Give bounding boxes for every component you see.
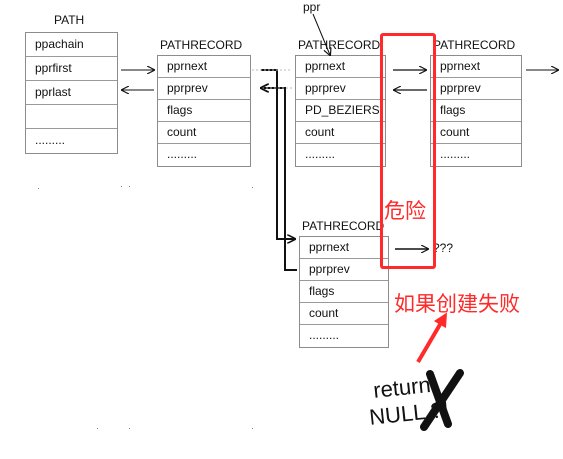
- arrow-record1-to-record4: [261, 69, 295, 239]
- danger-label: 危险: [384, 200, 426, 223]
- pathrecord-3-pprnext: pprnext: [431, 56, 521, 78]
- pathrecord-1-title: PATHRECORD: [160, 38, 243, 52]
- pathrecord-2-pprnext: pprnext: [296, 56, 385, 78]
- path-field-pprfirst: pprfirst: [26, 57, 117, 81]
- pathrecord-3: pprnext pprprev flags count .........: [430, 55, 522, 167]
- path-field-more: .........: [35, 133, 66, 147]
- pathrecord-1-more: .........: [167, 147, 198, 161]
- pathrecord-3-more: .........: [440, 147, 471, 161]
- path-field-ppachain: ppachain: [26, 33, 117, 57]
- pathrecord-4: pprnext pprprev flags count .........: [299, 236, 389, 348]
- path-field-pprlast: pprlast: [26, 81, 117, 105]
- pathrecord-2-pd-beziers: PD_BEZIERS: [296, 100, 385, 122]
- pathrecord-1-pprnext: pprnext: [158, 56, 250, 78]
- pathrecord-1-count: count: [158, 122, 250, 144]
- danger-highlight-box: [380, 33, 436, 269]
- ppr-label: ppr: [303, 0, 321, 14]
- cross-stroke-2: [420, 369, 464, 431]
- arrow-ppr-to-record2: [312, 13, 330, 55]
- pathrecord-3-count: count: [431, 122, 521, 144]
- pathrecord-1-flags: flags: [158, 100, 250, 122]
- speck: [252, 428, 253, 429]
- pathrecord-4-pprnext: pprnext: [300, 237, 388, 259]
- unknown-target-label: ???: [433, 241, 454, 255]
- path-title: PATH: [54, 13, 85, 27]
- pathrecord-4-count: count: [300, 303, 388, 325]
- speck: [121, 186, 122, 187]
- pathrecord-4-title: PATHRECORD: [302, 219, 385, 233]
- pathrecord-4-flags: flags: [300, 281, 388, 303]
- pathrecord-3-flags: flags: [431, 100, 521, 122]
- speck: [129, 428, 130, 429]
- path-struct: ppachain pprfirst pprlast .........: [25, 32, 118, 154]
- pathrecord-4-pprprev: pprprev: [300, 259, 388, 281]
- pathrecord-4-more: .........: [309, 328, 340, 342]
- pathrecord-2: pprnext pprprev PD_BEZIERS count .......…: [295, 55, 386, 167]
- red-pointer-arrow: [416, 312, 448, 364]
- pathrecord-1: pprnext pprprev flags count .........: [157, 55, 251, 167]
- pathrecord-3-pprprev: pprprev: [431, 78, 521, 100]
- pathrecord-2-more: .........: [305, 147, 336, 161]
- pathrecord-2-count: count: [296, 122, 385, 144]
- pathrecord-2-pprprev: pprprev: [296, 78, 385, 100]
- speck: [97, 428, 98, 429]
- create-fail-label: 如果创建失败: [394, 293, 520, 316]
- speck: [38, 188, 39, 189]
- pathrecord-1-pprprev: pprprev: [158, 78, 250, 100]
- arrow-record4-to-record1: [261, 88, 297, 271]
- path-field-empty: [26, 105, 117, 129]
- pathrecord-2-title: PATHRECORD: [298, 38, 381, 52]
- speck: [252, 187, 253, 188]
- speck: [129, 186, 130, 187]
- pathrecord-3-title: PATHRECORD: [433, 38, 516, 52]
